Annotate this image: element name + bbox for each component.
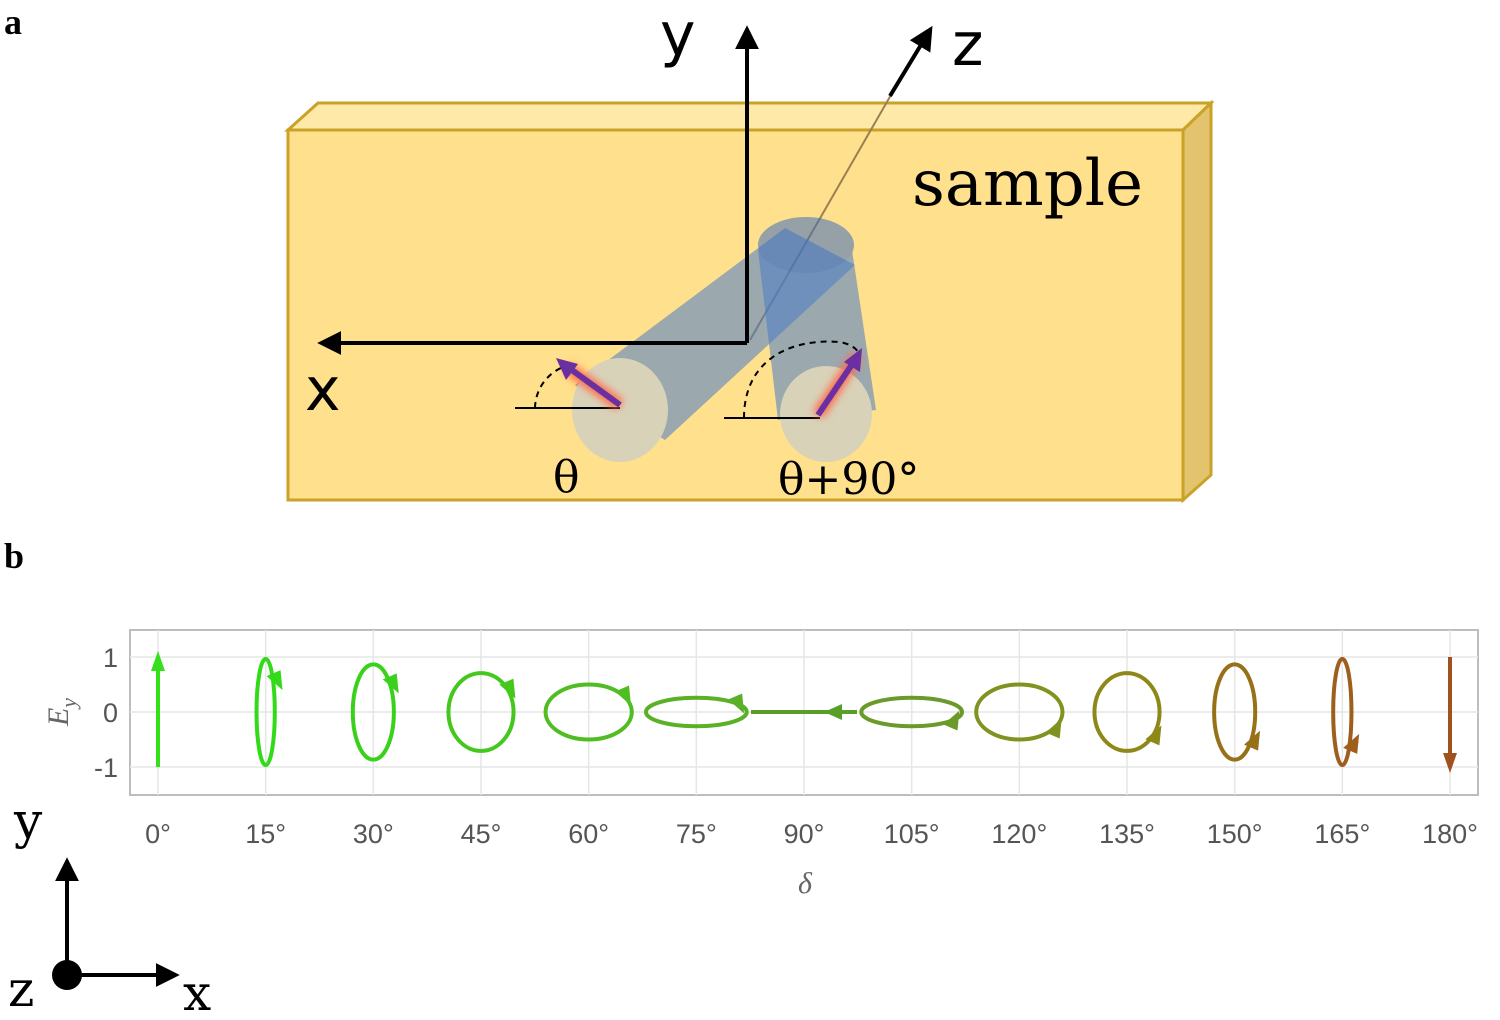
polarization-arrow-left bbox=[563, 362, 622, 408]
x-axis-title: δ bbox=[798, 867, 813, 900]
polarization-mark-150° bbox=[1212, 662, 1261, 762]
polarization-marks bbox=[151, 651, 1457, 773]
polarization-mark-60° bbox=[543, 682, 634, 742]
y-tick-label: 1 bbox=[103, 643, 118, 673]
x-tick-label: 30° bbox=[353, 819, 394, 849]
polarization-mark-75° bbox=[643, 693, 749, 729]
polarization-ellipse bbox=[543, 682, 634, 742]
polarization-mark-45° bbox=[446, 671, 516, 753]
sample-label: sample bbox=[912, 147, 1143, 221]
corner-z-label: z bbox=[8, 960, 34, 1018]
z-out-of-page-dot bbox=[52, 960, 82, 990]
axis-x-label: x bbox=[305, 355, 341, 425]
y-tick-label: -1 bbox=[94, 753, 118, 783]
y-tick-label: 0 bbox=[103, 698, 118, 728]
x-tick-label: 15° bbox=[245, 819, 286, 849]
x-tick-label: 150° bbox=[1207, 819, 1263, 849]
direction-arrowhead bbox=[266, 670, 283, 691]
polarization-ellipse bbox=[974, 682, 1065, 742]
polarization-plot: 1 0 -1 0° 15° 30° 45° 60° 75° 90° 105° 120° 135° 1… bbox=[94, 629, 1479, 849]
y-axis-title-sub: y bbox=[56, 698, 81, 710]
direction-arrowhead bbox=[824, 704, 842, 720]
polarization-mark-135° bbox=[1092, 671, 1162, 753]
x-tick-label: 105° bbox=[884, 819, 940, 849]
polarization-mark-0° bbox=[151, 651, 165, 767]
sample-side-face bbox=[1181, 99, 1213, 504]
polarization-ellipse bbox=[254, 656, 277, 768]
polarization-mark-90° bbox=[751, 704, 857, 720]
direction-arrowhead bbox=[728, 693, 745, 714]
corner-y-label: y bbox=[13, 792, 43, 850]
x-tick-label: 75° bbox=[676, 819, 717, 849]
polarization-ellipse bbox=[643, 695, 749, 729]
x-tick-label: 60° bbox=[568, 819, 609, 849]
direction-arrowhead bbox=[382, 673, 399, 694]
x-tick-label: 0° bbox=[145, 819, 171, 849]
polarization-ellipse bbox=[350, 662, 396, 762]
z-axis-arrow bbox=[888, 25, 933, 98]
x-tick-label: 120° bbox=[991, 819, 1047, 849]
polarization-mark-15° bbox=[254, 656, 283, 768]
direction-arrowhead bbox=[615, 685, 632, 706]
direction-arrowhead bbox=[1244, 730, 1261, 751]
axis-z-label: z bbox=[952, 10, 984, 80]
x-tick-label: 90° bbox=[784, 819, 825, 849]
direction-arrowhead bbox=[499, 678, 516, 699]
direction-arrowhead bbox=[943, 710, 960, 731]
x-tick-label: 165° bbox=[1314, 819, 1370, 849]
x-tick-label: 45° bbox=[461, 819, 502, 849]
panel-b-letter: b bbox=[4, 536, 24, 576]
axis-y-label: y bbox=[660, 0, 696, 70]
direction-arrowhead bbox=[1443, 753, 1457, 773]
x-ticks: 0° 15° 30° 45° 60° 75° 90° 105° 120° 135° 150° 165°… bbox=[145, 819, 1478, 849]
y-axis-title: Ey bbox=[42, 698, 81, 727]
polarization-ellipse bbox=[1331, 656, 1354, 768]
y-ticks: 1 0 -1 bbox=[94, 643, 118, 783]
angle-label-right: θ+90° bbox=[778, 454, 919, 505]
polarization-mark-120° bbox=[974, 682, 1065, 742]
corner-x-label: x bbox=[183, 964, 211, 1020]
corner-axes: y x z bbox=[8, 792, 211, 1020]
polarization-ellipse bbox=[446, 671, 516, 753]
direction-arrowhead bbox=[1145, 725, 1162, 746]
polarization-mark-165° bbox=[1331, 656, 1360, 768]
polarization-ellipse bbox=[1092, 671, 1162, 753]
polarization-mark-30° bbox=[350, 662, 399, 762]
x-tick-label: 180° bbox=[1422, 819, 1478, 849]
polarization-arrow-right bbox=[815, 358, 858, 417]
direction-arrowhead bbox=[1045, 718, 1062, 739]
y-axis-title-main: E bbox=[42, 708, 75, 727]
angle-label-left: θ bbox=[553, 452, 580, 503]
sample-top-face bbox=[284, 101, 1215, 132]
x-tick-label: 135° bbox=[1099, 819, 1155, 849]
angle-marker-right bbox=[724, 340, 863, 419]
polarization-ellipse bbox=[859, 695, 965, 729]
direction-arrowhead bbox=[1343, 733, 1360, 754]
panel-a-letter: a bbox=[4, 2, 22, 42]
polarization-ellipse bbox=[1212, 662, 1258, 762]
polarization-mark-180° bbox=[1443, 657, 1457, 773]
angle-marker-left bbox=[515, 358, 624, 410]
polarization-mark-105° bbox=[859, 695, 965, 731]
direction-arrowhead bbox=[151, 651, 165, 671]
